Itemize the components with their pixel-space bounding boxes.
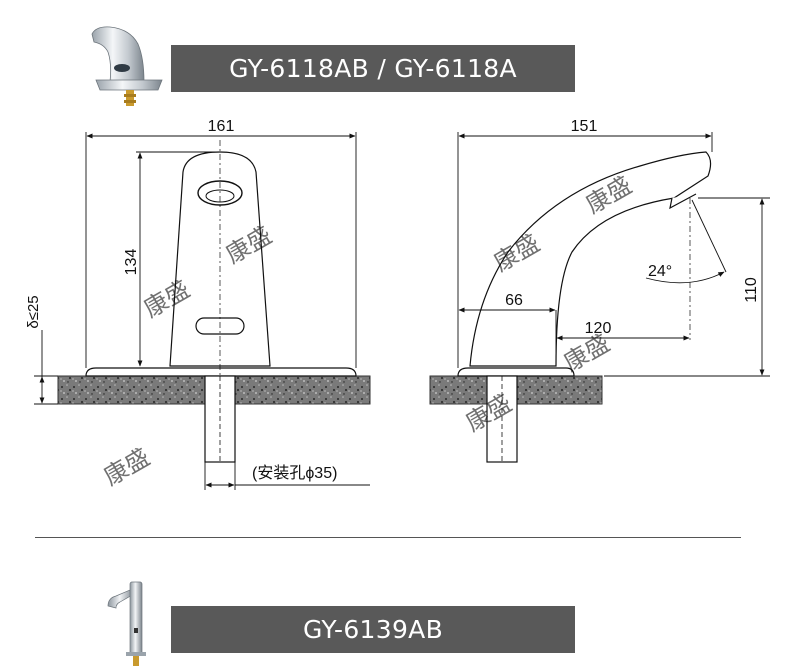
reach-long-label: 120 bbox=[585, 320, 612, 337]
faucet-thumbnail-bottom bbox=[107, 581, 146, 666]
front-height-label: 134 bbox=[123, 249, 140, 276]
section-divider bbox=[35, 537, 741, 538]
front-view bbox=[57, 140, 371, 463]
side-height-label: 110 bbox=[743, 277, 760, 303]
front-width-label: 161 bbox=[208, 118, 235, 135]
technical-drawing: 161 134 δ≤25 (安装孔ϕ35) 151 24° 66 120 110 bbox=[25, 118, 770, 491]
side-dimensions bbox=[457, 132, 770, 377]
faucet-thumbnail-top bbox=[91, 26, 163, 106]
deck-thickness-label: δ≤25 bbox=[25, 295, 42, 328]
front-dimensions bbox=[34, 132, 370, 490]
svg-text:康盛: 康盛 bbox=[100, 444, 155, 491]
reach-short-label: 66 bbox=[505, 292, 523, 309]
model-banner-bottom: GY-6139AB bbox=[171, 606, 575, 653]
mounting-hole-label: (安装孔ϕ35) bbox=[252, 464, 337, 482]
angle-label: 24° bbox=[648, 263, 672, 280]
side-length-label: 151 bbox=[571, 118, 598, 135]
model-banner-top: GY-6118AB / GY-6118A bbox=[171, 45, 575, 92]
